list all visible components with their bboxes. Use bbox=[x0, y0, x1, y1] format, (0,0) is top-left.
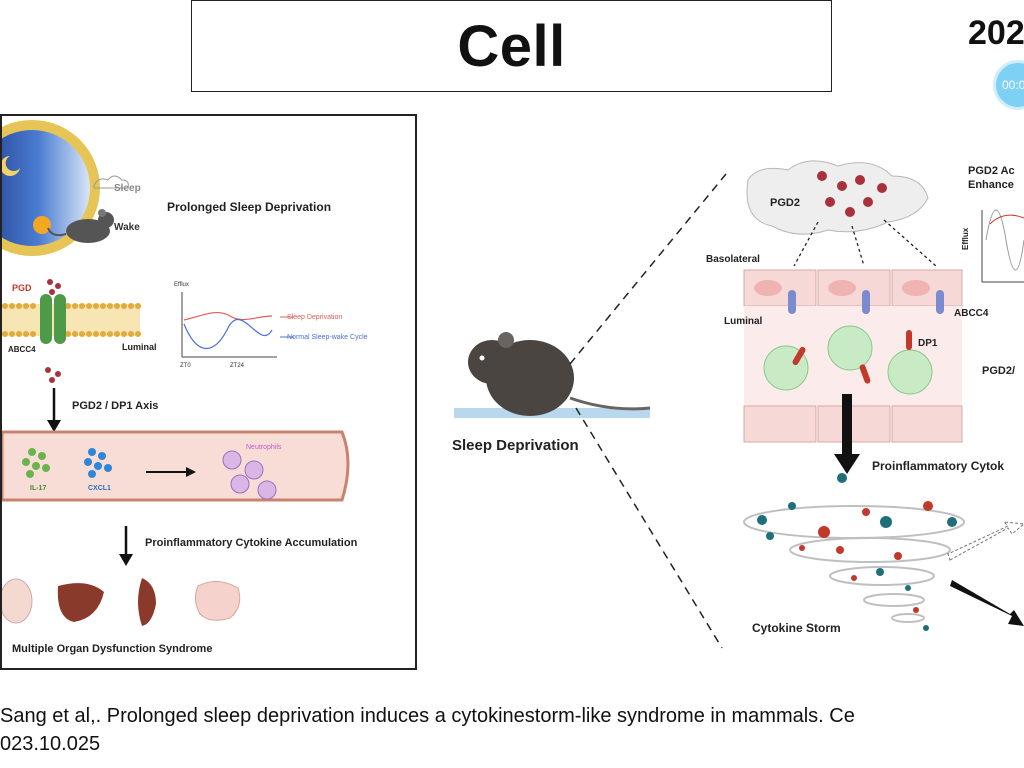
brain-icon bbox=[746, 160, 929, 235]
lipid-head bbox=[16, 331, 22, 337]
mechanism-illustration: Sleep Deprivation PGD2 Basolateral Lumin… bbox=[452, 160, 1024, 649]
mouse-icon bbox=[454, 332, 651, 418]
moon-icon bbox=[2, 156, 20, 176]
lipid-head bbox=[107, 303, 113, 309]
spleen-icon bbox=[138, 578, 156, 626]
pgd2-act-line2: Enhance bbox=[968, 179, 1014, 191]
lipid-head bbox=[23, 303, 29, 309]
citation-line-2: 023.10.025 bbox=[0, 733, 101, 755]
lipid-head bbox=[135, 331, 141, 337]
blood-vessel bbox=[2, 430, 350, 502]
lipid-head bbox=[128, 331, 134, 337]
pgd2-act-line1: PGD2 Ac bbox=[968, 165, 1015, 177]
cytokine-storm-icon bbox=[743, 505, 965, 623]
neutrophils-label: Neutrophils bbox=[246, 444, 282, 451]
lipid-head bbox=[121, 303, 127, 309]
mouse-icon bbox=[47, 209, 114, 243]
lipid-head bbox=[93, 303, 99, 309]
left-pgd-label: PGD bbox=[12, 283, 32, 293]
wake-label: Wake bbox=[114, 222, 140, 233]
lipid-head bbox=[72, 303, 78, 309]
abstract-illustration: Sleep Wake Prolonged Sleep Deprivation P… bbox=[2, 120, 368, 655]
sleep-label: Sleep bbox=[114, 183, 141, 194]
organs-row bbox=[2, 578, 241, 626]
lipid-head bbox=[23, 331, 29, 337]
lipid-head bbox=[86, 331, 92, 337]
il17-label: IL-17 bbox=[30, 485, 46, 492]
pgd2-molecules bbox=[45, 279, 61, 383]
lipid-head bbox=[114, 303, 120, 309]
cxcl1-cluster bbox=[84, 448, 112, 478]
lipid-head bbox=[65, 303, 71, 309]
citation-line-1: Sang et al,. Prolonged sleep deprivation… bbox=[0, 705, 855, 727]
dp1-label: DP1 bbox=[918, 338, 938, 349]
proinflammatory-label: Proinflammatory Cytok bbox=[872, 459, 1004, 473]
legend-sleep-deprivation: Sleep Deprivation bbox=[287, 314, 342, 321]
intestine-icon bbox=[194, 581, 241, 621]
lipid-head bbox=[30, 303, 36, 309]
mouse-label: Sleep Deprivation bbox=[452, 437, 579, 454]
lipid-head bbox=[79, 331, 85, 337]
tick-zt0: ZT0 bbox=[180, 363, 191, 369]
lipid-head bbox=[128, 303, 134, 309]
cxcl1-label: CXCL1 bbox=[88, 485, 111, 492]
lipid-head bbox=[121, 331, 127, 337]
lipid-head bbox=[30, 331, 36, 337]
neutrophils-icon bbox=[222, 450, 277, 500]
graphical-abstract-panel: Sleep Wake Prolonged Sleep Deprivation P… bbox=[0, 114, 417, 670]
cell-membrane bbox=[2, 294, 141, 344]
left-luminal-label: Luminal bbox=[122, 342, 157, 352]
lipid-head bbox=[93, 331, 99, 337]
lipid-head bbox=[100, 303, 106, 309]
timer-badge[interactable]: 00:0 bbox=[993, 60, 1024, 110]
efflux-graph bbox=[181, 292, 294, 358]
lipid-head bbox=[100, 331, 106, 337]
il17-cluster bbox=[22, 448, 50, 478]
sun-icon bbox=[33, 216, 51, 234]
lipid-head bbox=[79, 303, 85, 309]
efflux-axis-label: Efflux bbox=[174, 282, 189, 288]
lipid-head bbox=[2, 303, 8, 309]
right-pgd2-label: PGD2 bbox=[770, 197, 800, 209]
left-heading: Prolonged Sleep Deprivation bbox=[167, 200, 331, 214]
mods-label: Multiple Organ Dysfunction Syndrome bbox=[12, 643, 212, 655]
cytokine-storm-label: Cytokine Storm bbox=[752, 621, 841, 635]
accumulation-label: Proinflammatory Cytokine Accumulation bbox=[145, 537, 358, 549]
lipid-head bbox=[16, 303, 22, 309]
lipid-head bbox=[86, 303, 92, 309]
left-abcc4-label: ABCC4 bbox=[8, 345, 36, 354]
right-efflux-label: Efflux bbox=[961, 227, 970, 250]
cloud-icon bbox=[93, 175, 129, 189]
liver-icon bbox=[57, 583, 104, 622]
lung-icon bbox=[2, 578, 33, 624]
slide-title-box: Cell bbox=[191, 0, 832, 92]
citation-caption: Sang et al,. Prolonged sleep deprivation… bbox=[0, 702, 1024, 758]
dp1-receptors bbox=[792, 330, 912, 384]
lipid-head bbox=[2, 331, 8, 337]
lipid-head bbox=[72, 331, 78, 337]
axis-label: PGD2 / DP1 Axis bbox=[72, 400, 158, 412]
tick-zt24: ZT24 bbox=[230, 363, 245, 369]
lipid-head bbox=[114, 331, 120, 337]
right-pgd2-molecules bbox=[817, 171, 887, 217]
lipid-head bbox=[9, 331, 15, 337]
right-luminal-label: Luminal bbox=[724, 316, 763, 327]
lipid-head bbox=[135, 303, 141, 309]
slide-title: Cell bbox=[457, 13, 566, 79]
abcc4-transporters bbox=[788, 290, 944, 314]
lipid-head bbox=[107, 331, 113, 337]
timer-text: 00:0 bbox=[1002, 78, 1024, 92]
day-night-circle-icon bbox=[2, 120, 100, 256]
pgd2-slash-label: PGD2/ bbox=[982, 365, 1015, 377]
lipid-head bbox=[9, 303, 15, 309]
right-abcc4-label: ABCC4 bbox=[954, 308, 989, 319]
legend-normal-cycle: Normal Sleep-wake Cycle bbox=[287, 334, 368, 341]
cytokine-particles bbox=[757, 473, 957, 631]
basolateral-label: Basolateral bbox=[706, 254, 760, 265]
slide-year: 202 bbox=[968, 14, 1024, 52]
lipid-head bbox=[65, 331, 71, 337]
